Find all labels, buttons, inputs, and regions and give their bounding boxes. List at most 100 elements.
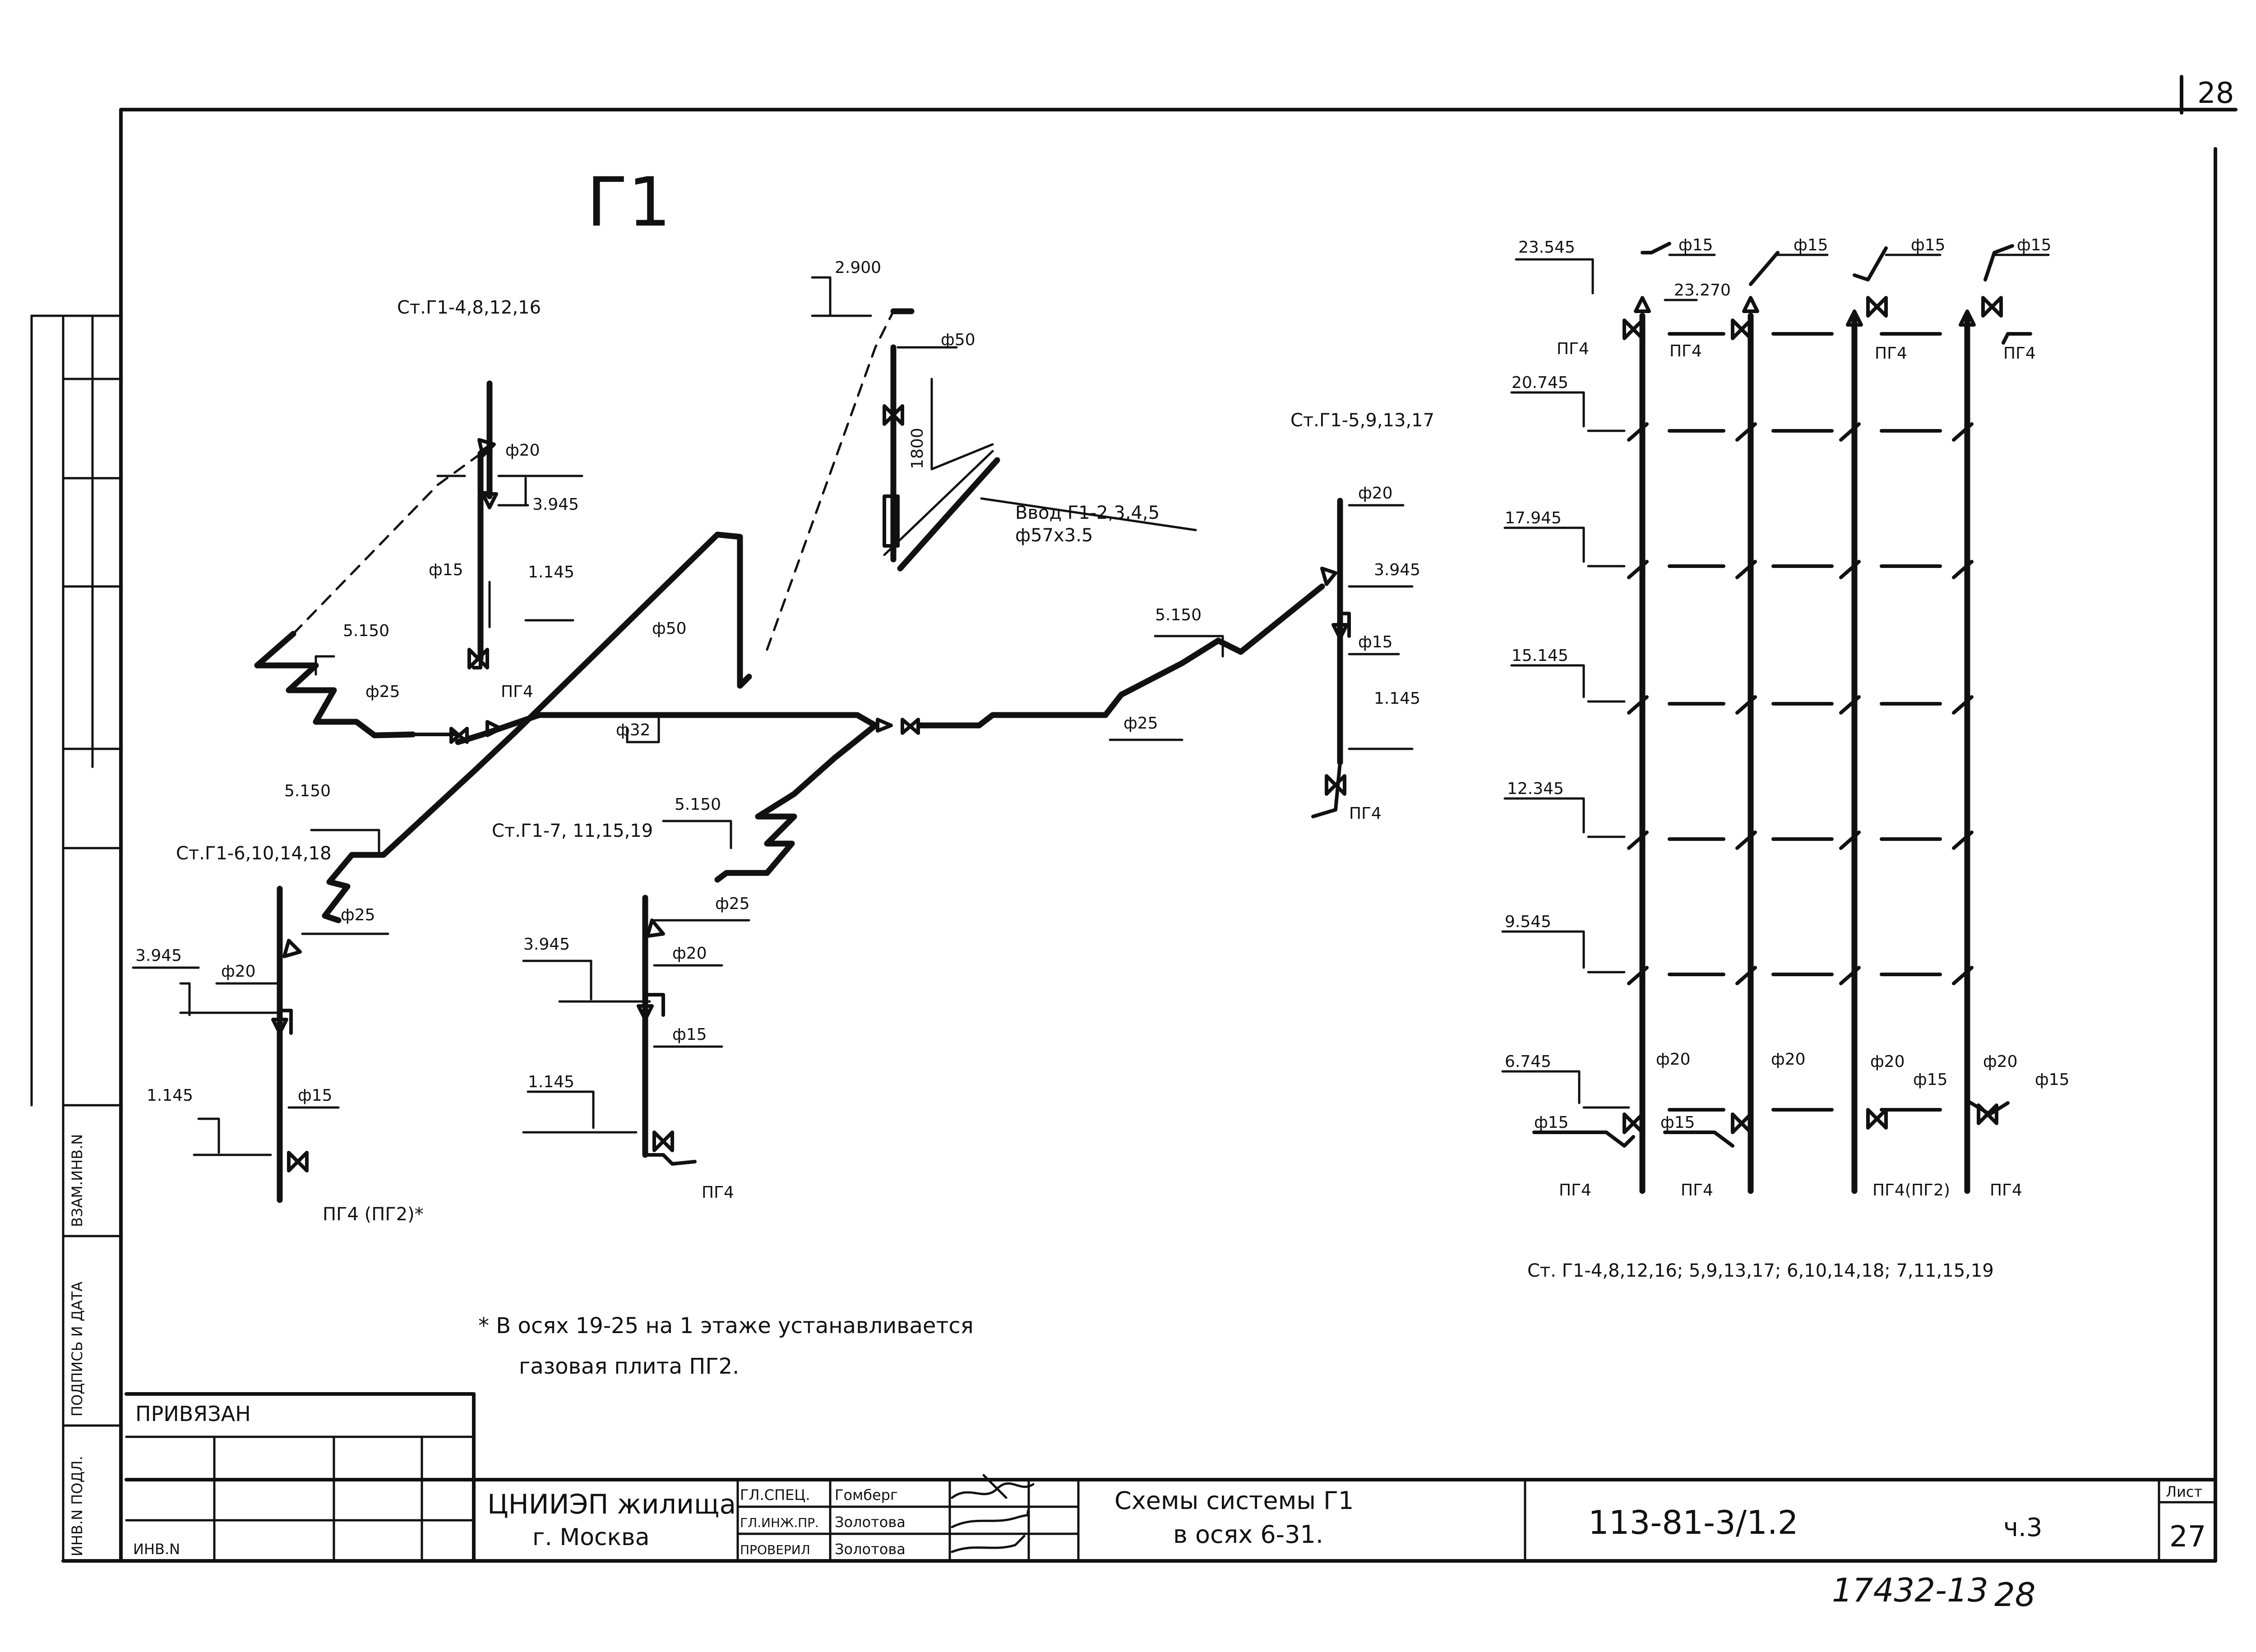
bot-pg4-1: ПГ4 (1559, 1181, 1591, 1200)
sheet-number-top: 28 (2197, 77, 2234, 110)
pipe-d50 (511, 531, 752, 736)
privyazan: ПРИВЯЗАН (135, 1402, 251, 1426)
top-d15-2: ф15 (1794, 236, 1828, 254)
bot-d15-1: ф15 (1534, 1113, 1569, 1132)
top-pg4-4: ПГ4 (2003, 344, 2036, 363)
bot-d20-4: ф20 (1983, 1052, 2018, 1071)
name-2: Золотова (835, 1514, 906, 1531)
pipe-d25-right (976, 583, 1325, 729)
riser-d-d20: ф20 (1358, 484, 1393, 503)
axonometric-scheme (179, 276, 1414, 1203)
elevation-leaders (179, 276, 1224, 1154)
riser-c-el-3945: 3.945 (523, 935, 570, 954)
riser-c-el-5150: 5.150 (675, 795, 721, 814)
riser-a-el-1145: 1.145 (528, 563, 574, 581)
riser-d-el-1145: 1.145 (1374, 689, 1420, 708)
riser-b-d20: ф20 (221, 962, 256, 981)
el-6745: 6.745 (1505, 1052, 1551, 1071)
role-1: ГЛ.СПЕЦ. (740, 1486, 810, 1504)
right-d25: ф25 (1123, 714, 1158, 733)
right-el-5150: 5.150 (1155, 606, 1202, 624)
name-1: Гомберг (835, 1486, 898, 1504)
riser-d-pg4: ПГ4 (1349, 804, 1382, 823)
flow-arrows (271, 438, 1349, 1035)
top-valves (1623, 296, 2003, 1134)
role-2: ГЛ.ИНЖ.ПР. (740, 1515, 819, 1530)
riser-b-d25: ф25 (341, 906, 375, 924)
riser-a-d20: ф20 (505, 441, 540, 460)
org-line2: г. Москва (532, 1524, 650, 1551)
riser-b-pg4-pg2: ПГ4 (ПГ2)* (323, 1204, 424, 1225)
bot-d20-2: ф20 (1771, 1050, 1806, 1069)
archive-number: 17432-13 (1832, 1571, 1988, 1609)
role-3: ПРОВЕРИЛ (740, 1542, 810, 1557)
el-23270: 23.270 (1674, 281, 1731, 300)
top-pg4-2: ПГ4 (1669, 342, 1702, 360)
stamp-inv-podl: ИНВ.N ПОДЛ. (69, 1456, 86, 1556)
riser-a-label: Ст.Г1-4,8,12,16 (397, 297, 541, 318)
title-block-frame (125, 1392, 2217, 1563)
left-d25: ф25 (365, 683, 400, 701)
note-line1: * В осях 19-25 на 1 этаже устанавливаетс… (478, 1313, 974, 1338)
d50-top-label: ф50 (941, 331, 975, 349)
riser-c-el-1145: 1.145 (528, 1073, 574, 1091)
riser-a-pg4: ПГ4 (501, 683, 533, 701)
riser-c-d25: ф25 (715, 895, 750, 913)
vertical-risers-scheme (1501, 242, 2050, 1194)
sheet-frame (61, 75, 2238, 1563)
bot-d20-3: ф20 (1870, 1052, 1905, 1071)
list-number: 27 (2169, 1520, 2206, 1554)
bot-d20-1: ф20 (1656, 1050, 1691, 1069)
stamp-podpis-data: ПОДПИСЬ И ДАТА (69, 1282, 86, 1417)
riser-d-el-3945: 3.945 (1374, 561, 1420, 579)
right-flow-arrows (1634, 296, 1976, 327)
main-d50: ф50 (652, 619, 687, 638)
left-margin-stamp (30, 314, 122, 1562)
bot-pg4-2: ПГ4 (1681, 1181, 1713, 1200)
bot-d15-4: ф15 (2035, 1071, 2070, 1089)
el-12345: 12.345 (1507, 780, 1564, 798)
drawing-part: ч.3 (2003, 1513, 2043, 1542)
org-line1: ЦНИИЭП жилища (487, 1489, 736, 1520)
top-d15-4: ф15 (2017, 236, 2052, 254)
right-elevation-leaders (1501, 254, 2050, 1109)
name-3: Золотова (835, 1541, 906, 1558)
list-label: Лист (2166, 1483, 2202, 1500)
riser-c-pg4: ПГ4 (702, 1183, 734, 1202)
el-2900-label: 2.900 (835, 258, 881, 277)
top-pg4-3: ПГ4 (1875, 344, 1907, 363)
bot-d15-2: ф15 (1660, 1113, 1695, 1132)
riser-b-el-5150: 5.150 (284, 782, 331, 800)
riser-a-d15: ф15 (429, 561, 463, 579)
stamp-vzam-inv: ВЗАМ.ИНВ.N (69, 1134, 86, 1227)
pipe-to-riser-b (322, 730, 518, 923)
inv-n: ИНВ.N (133, 1541, 180, 1558)
drawing-code: 113-81-3/1.2 (1588, 1504, 1798, 1541)
top-d15-3: ф15 (1911, 236, 1946, 254)
el-15145: 15.145 (1512, 646, 1568, 665)
floor-dashes (1668, 332, 1942, 1112)
main-pipe-d32 (536, 712, 878, 729)
drawing-title-line1: Схемы системы Г1 (1114, 1486, 1354, 1515)
entry-pipe (897, 457, 1000, 572)
el-9545: 9.545 (1505, 913, 1551, 931)
pipe-to-riser-c (714, 722, 878, 883)
riser-c-d15: ф15 (672, 1025, 707, 1044)
bot-d15-3: ф15 (1913, 1071, 1948, 1089)
left-el-5150: 5.150 (343, 622, 389, 640)
valve-symbols (287, 404, 1346, 1172)
riser-a-el-3945: 3.945 (532, 495, 579, 514)
dim-1800-label: 1800 (908, 428, 927, 469)
archive-sheet: 28 (1994, 1576, 2036, 1614)
riser-b-el-3945: 3.945 (135, 946, 182, 965)
riser-d-label: Ст.Г1-5,9,13,17 (1290, 410, 1434, 431)
main-d32: ф32 (616, 721, 651, 739)
el-23545: 23.545 (1518, 238, 1575, 257)
signatures (951, 1474, 1035, 1553)
note-line2: газовая плита ПГ2. (519, 1354, 739, 1379)
scheme-title: Г1 (587, 163, 671, 242)
top-pg4-1: ПГ4 (1557, 340, 1589, 358)
riser-b-d15: ф15 (298, 1086, 333, 1105)
entry-label-line1: Ввод Г1-2,3,4,5 (1015, 503, 1160, 523)
